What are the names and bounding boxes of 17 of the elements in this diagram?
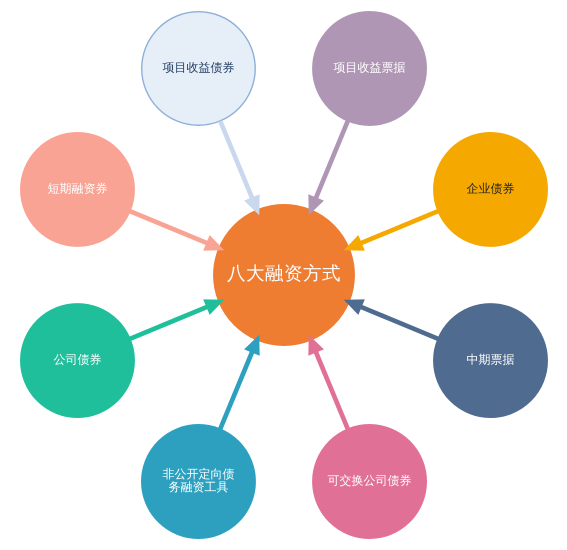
arrow [218,120,260,216]
arrow [343,209,438,251]
node-circle: 短期融资券 [20,132,134,247]
node-circle: 项目收益票据 [312,11,426,126]
arrow [308,120,350,216]
node-circle: 非公开定向债务融资工具 [140,424,256,539]
node-circle: 企业债券 [432,132,548,247]
arrow [218,334,260,430]
node-circle: 项目收益债券 [140,11,256,126]
node-circle: 公司债券 [20,303,134,418]
node-circle: 中期票据 [432,303,548,418]
node-circle: 可交换公司债券 [312,424,426,539]
arrow [128,209,224,251]
arrow [343,299,438,341]
node-circle: 八大融资方式 [212,204,354,346]
arrow [308,334,350,430]
arrow [128,299,224,341]
